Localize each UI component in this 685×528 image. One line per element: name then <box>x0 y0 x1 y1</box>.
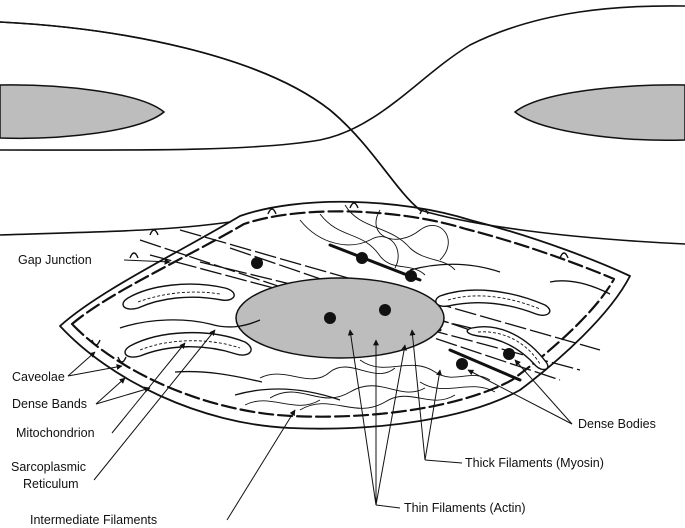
dense-body <box>251 257 263 269</box>
neighbor-nucleus-right <box>513 84 685 141</box>
label-intermediate-filaments: Intermediate Filaments <box>30 513 157 527</box>
label-mitochondrion: Mitochondrion <box>16 426 95 440</box>
intermediate-filaments <box>244 204 496 411</box>
label-reticulum: Reticulum <box>23 477 79 491</box>
neighbor-nucleus-left <box>0 84 166 140</box>
dense-body <box>456 358 468 370</box>
caveolae-marks <box>91 202 569 363</box>
mitochondria-inner <box>137 291 541 365</box>
dense-body <box>405 270 417 282</box>
label-sarcoplasmic: Sarcoplasmic <box>11 460 86 474</box>
label-dense-bands: Dense Bands <box>12 397 87 411</box>
label-dense-bodies: Dense Bodies <box>578 417 656 431</box>
dense-body <box>356 252 368 264</box>
label-gap-junction: Gap Junction <box>18 253 92 267</box>
dense-body <box>379 304 391 316</box>
dense-bodies <box>251 252 515 370</box>
label-thin-filaments: Thin Filaments (Actin) <box>404 501 526 515</box>
dense-body <box>503 348 515 360</box>
dense-body <box>324 312 336 324</box>
label-caveolae: Caveolae <box>12 370 65 384</box>
neighbor-cells <box>0 5 685 245</box>
leader-lines <box>67 258 573 521</box>
sarcoplasmic-reticulum <box>119 263 611 401</box>
nucleus <box>235 277 445 359</box>
label-thick-filaments: Thick Filaments (Myosin) <box>465 456 604 470</box>
cell-membrane <box>59 200 631 430</box>
